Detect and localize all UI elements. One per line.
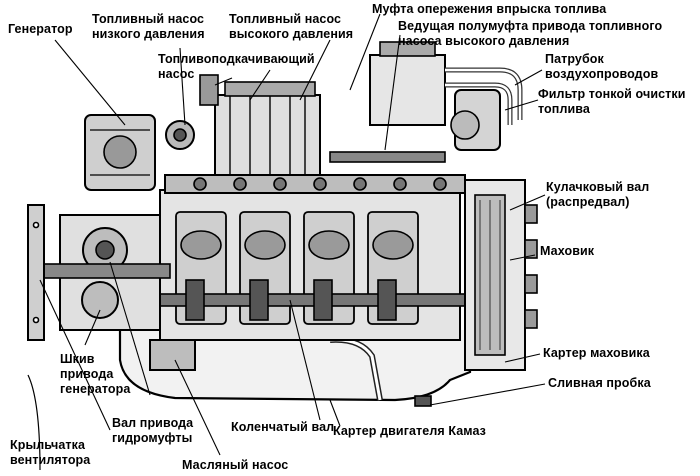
label-low-pressure-pump: Топливный насос низкого давления [92,12,205,41]
label-drive-half-coupling: Ведущая полумуфта привода топливного нас… [398,19,663,48]
label-engine-crankcase: Картер двигателя Камаз [333,424,486,438]
flywheel-housing-flanges [524,204,538,329]
drive-shaft [329,151,446,163]
priming-pump-body [199,74,219,106]
leader-lines [39,13,546,456]
label-crankshaft: Коленчатый вал [231,420,335,434]
high-pressure-pump-body [214,94,321,176]
label-injection-coupling: Муфта опережения впрыска топлива [372,2,607,16]
label-flywheel-housing: Картер маховика [543,346,650,360]
label-fan-impeller: Крыльчатка вентилятора [10,438,91,467]
oil-pump-drawing [149,339,196,371]
label-high-pressure-pump: Топливный насос высокого давления [229,12,354,41]
label-generator: Генератор [8,22,73,36]
label-oil-pump: Масляный насос [182,458,289,472]
label-drain-plug: Сливная пробка [548,376,651,390]
camshaft-lobes [193,177,447,191]
pistons [180,230,414,260]
fan-drive-shaft [29,263,171,279]
label-fluid-coupling-shaft: Вал привода гидромуфты [112,416,194,445]
oil-sump [118,330,472,402]
label-air-pipe: Патрубок воздухопроводов [545,52,659,81]
crankshaft-drawing [139,279,471,321]
label-flywheel: Маховик [540,244,595,258]
label-generator-pulley: Шкив привода генератора [60,352,131,396]
label-priming-pump: Топливоподкачивающий насос [158,52,315,81]
injection-coupling-body [369,54,446,126]
label-camshaft: Кулачковый вал (распредвал) [546,180,650,209]
drain-plug [414,395,432,407]
label-fine-filter: Фильтр тонкой очистки топлива [538,87,686,116]
fan-impeller-drawing [27,204,45,341]
